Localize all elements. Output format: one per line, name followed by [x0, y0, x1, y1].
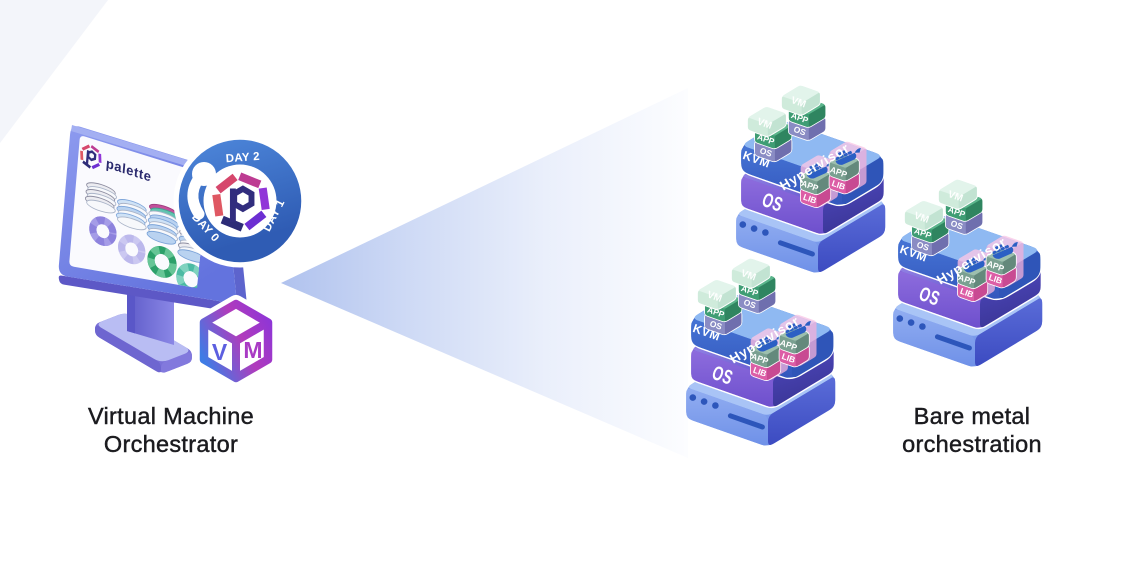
- svg-text:LIB: LIB: [802, 192, 818, 206]
- svg-text:OS: OS: [915, 239, 930, 253]
- svg-text:VM: VM: [789, 95, 807, 110]
- svg-text:LIB: LIB: [959, 286, 975, 300]
- svg-text:OS: OS: [792, 124, 807, 138]
- svg-text:DAY 2: DAY 2: [225, 151, 260, 165]
- svg-text:V: V: [212, 339, 228, 365]
- svg-text:M: M: [243, 337, 262, 363]
- svg-text:OS: OS: [758, 145, 773, 159]
- svg-text:Orchestrator: Orchestrator: [104, 431, 238, 457]
- svg-text:VM: VM: [739, 268, 757, 283]
- svg-text:LIB: LIB: [987, 272, 1003, 286]
- svg-text:OS: OS: [949, 218, 964, 232]
- svg-text:VM: VM: [706, 289, 724, 304]
- svg-text:Virtual Machine: Virtual Machine: [88, 403, 254, 429]
- svg-text:LIB: LIB: [830, 178, 846, 192]
- svg-text:LIB: LIB: [752, 365, 768, 379]
- svg-text:orchestration: orchestration: [902, 431, 1042, 457]
- svg-text:VM: VM: [756, 116, 774, 131]
- svg-text:LIB: LIB: [780, 351, 796, 365]
- svg-text:VM: VM: [913, 210, 931, 225]
- svg-text:Bare metal: Bare metal: [914, 403, 1031, 429]
- svg-text:OS: OS: [708, 318, 723, 332]
- svg-text:OS: OS: [742, 297, 757, 311]
- svg-text:VM: VM: [946, 189, 964, 204]
